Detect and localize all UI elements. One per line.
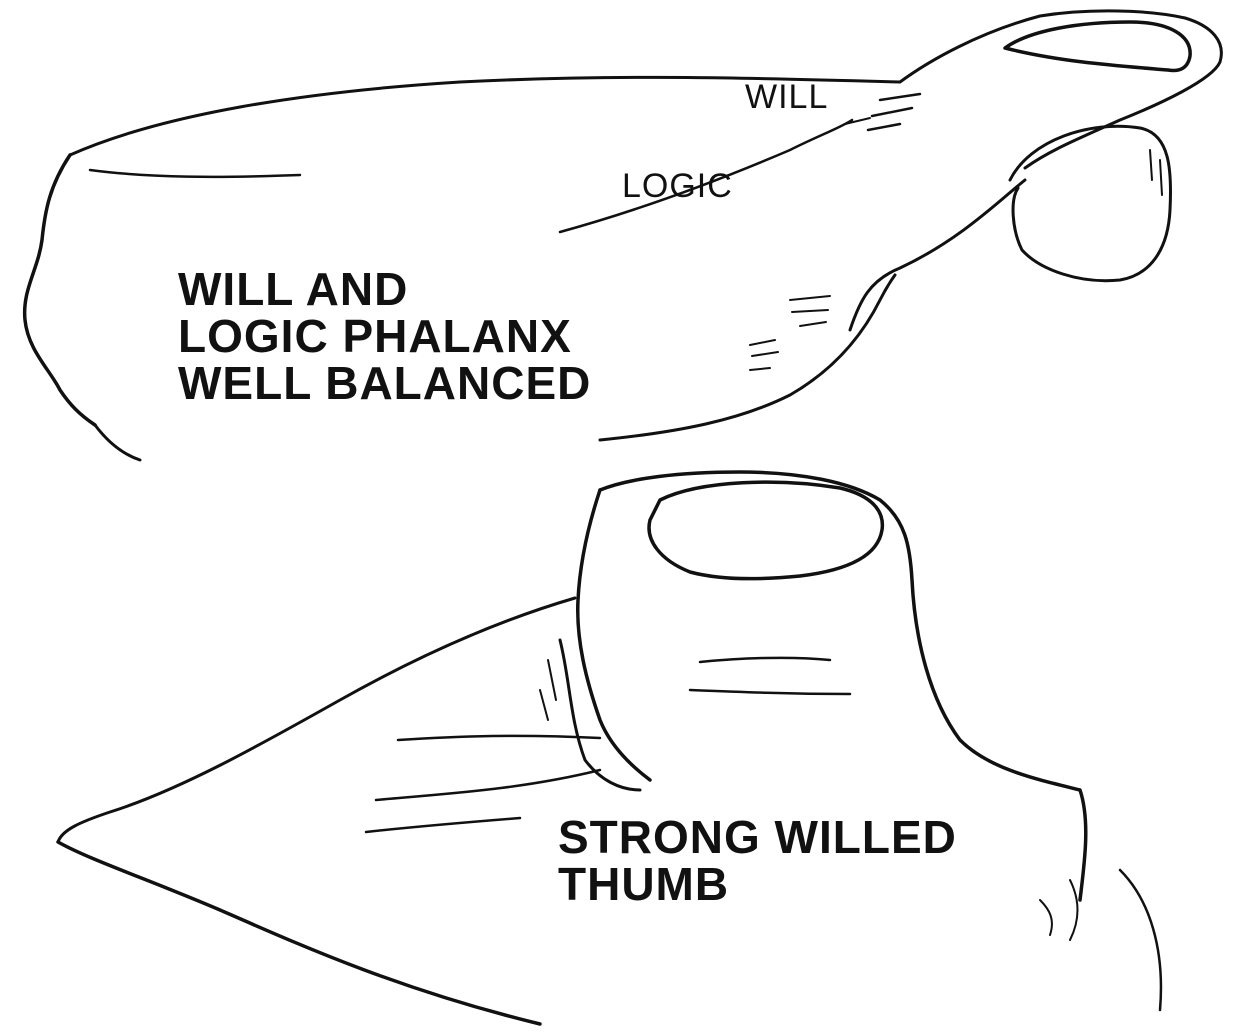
top-hand-left-outline (25, 155, 95, 425)
top-caption-hatch (750, 340, 778, 370)
top-thumb-nail (1005, 22, 1190, 70)
top-finger-hatch (1150, 150, 1162, 195)
top-caption-line3: WELL BALANCED (178, 357, 591, 409)
bottom-caption-line2: THUMB (558, 858, 729, 910)
top-hand-upper-outline (70, 11, 1185, 155)
top-hand-bottom-outline (95, 425, 140, 460)
bottom-finger-hatch (540, 660, 556, 720)
bottom-hand-bottom-edge (58, 842, 540, 1024)
top-palm-line (90, 170, 300, 177)
bottom-knuckle-crease-1 (700, 658, 830, 662)
bottom-thumb-nail (649, 482, 882, 578)
will-label: WILL (745, 78, 828, 116)
bottom-caption-line1: STRONG WILLED (558, 811, 957, 863)
top-caption-line1: WILL AND (178, 263, 408, 315)
top-caption-line2: LOGIC PHALANX (178, 310, 572, 362)
top-wrist-curve (600, 275, 895, 440)
top-mid-hatch (790, 296, 830, 326)
bottom-finger-line-3 (366, 818, 520, 832)
bottom-hand-right-edge (1120, 870, 1161, 1010)
bottom-knuckle-crease-2 (690, 690, 850, 694)
top-thumb-tip-outline (1025, 18, 1221, 168)
top-folded-finger (1010, 126, 1171, 280)
bottom-finger-line-1 (398, 736, 600, 740)
bottom-thumb-sketch: STRONG WILLED THUMB (58, 472, 1161, 1024)
top-crease-2 (872, 108, 912, 116)
bottom-finger-line-2 (376, 770, 600, 800)
top-crease-3 (868, 124, 900, 130)
top-crease-1 (880, 94, 920, 100)
top-thumb-sketch: WILL LOGIC WILL AND LOGIC PHALANX WELL B… (25, 11, 1222, 460)
bottom-hand-top-edge (58, 598, 575, 842)
logic-label: LOGIC (622, 167, 733, 205)
bottom-hand-right-hatch (1040, 880, 1078, 940)
